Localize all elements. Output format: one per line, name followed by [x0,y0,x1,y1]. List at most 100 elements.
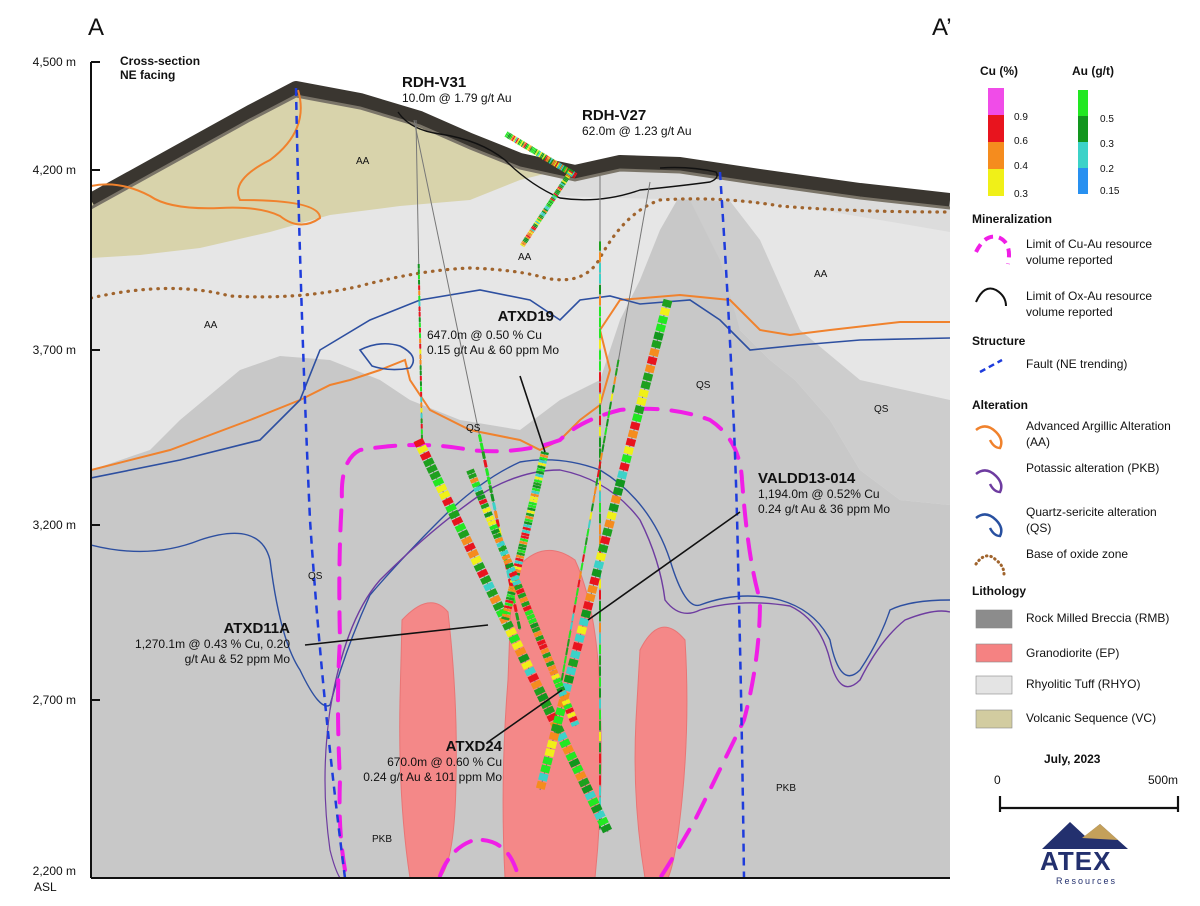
drill-trace-atxd19-assay-segment [533,479,543,484]
drill-trace-hole-assay-segment [613,376,617,385]
drill-trace-atxd24-assay-segment [480,502,490,510]
drill-trace-atxd19-assay-segment [504,602,513,607]
drill-trace-atxd24-assay-segment [538,643,548,651]
drill-trace-rdh-v27-assay-segment [544,206,550,211]
drill-trace-rdh-v27-assay-segment [526,233,532,238]
drill-trace-valdd13-014-assay-segment [546,739,558,750]
drill-trace-atxd24-assay-segment [544,656,553,663]
drill-trace-atxd11a-assay-segment [514,612,520,621]
drill-trace-atxd24-assay-segment [491,528,500,535]
legend-item-ep: Granodiorite (EP) [1026,646,1120,660]
drill-trace-atxd11a-core-assay-segment [423,457,435,468]
drill-trace-atxd19-assay-segment [529,495,539,501]
drill-trace-rdh-v27-assay-segment [504,131,509,138]
legend-rhyo-swatch [975,675,1013,695]
drill-trace-atxd19-assay-segment [531,487,541,492]
drill-trace-atxd11a-core-assay-segment [429,470,442,481]
legend-au-swatch [1078,142,1088,168]
leader-line [304,624,489,646]
drill-hole-annotation: RDH-V31 10.0m @ 1.79 g/t Au [402,74,512,106]
drill-trace-rdh-v27-assay-segment [555,188,561,193]
legend-au-swatch [1078,168,1088,194]
drill-hole-name: RDH-V31 [402,74,467,91]
ox-au-limit [397,111,718,201]
drill-trace-valdd13-014-assay-segment [612,486,624,496]
drill-trace-atxd24-assay-segment [505,562,515,570]
drill-trace-atxd11a-core-assay-segment [527,673,540,683]
drill-hole-name: ATXD24 [445,738,502,755]
drill-trace-atxd19-assay-segment [517,549,526,554]
drill-trace-atxd24-assay-segment [533,630,543,638]
drill-trace-rdh-v27-assay-segment [522,239,528,244]
legend-au-swatch [1078,116,1088,142]
drill-trace-atxd11a-core-assay-segment [502,620,514,631]
drill-trace-rdh-v27-assay-segment [536,218,542,222]
elevation-label: 2,700 m [32,693,76,707]
drill-trace-valdd13-014-assay-segment [623,445,634,456]
drill-trace-hole-assay-segment [595,478,599,486]
legend-cu-swatch [988,169,1004,196]
drill-trace-rdh-v27-assay-segment [526,144,531,151]
drill-trace-rdh-v27-assay-segment [565,167,570,174]
drill-trace-atxd24-assay-segment [559,694,569,702]
drill-trace-hole-assay-segment [577,579,581,588]
legend-cu-tick: 0.3 [1014,189,1028,200]
drill-hole-intercept: 0.24 g/t Au & 101 ppm Mo [363,770,502,784]
drill-trace-atxd19-assay-segment [531,490,540,495]
drill-trace-atxd11a-core-assay-segment [584,790,597,801]
drill-trace-atxd24-assay-segment [473,485,483,493]
drill-trace-atxd11a-core-assay-segment [568,757,581,768]
drill-trace-rdh-v27-assay-segment [538,151,543,158]
drill-hole-annotation: ATXD19 [428,308,554,325]
drill-trace-atxd11a-core-assay-segment [594,810,606,821]
drill-hole-intercept: 10.0m @ 1.79 g/t Au [402,91,512,105]
drill-trace-hole-assay-segment [562,664,566,672]
drill-trace-atxd11a-core-assay-segment [587,797,600,808]
drill-trace-atxd24-assay-segment [570,720,580,727]
drill-trace-rdh-v27-assay-segment [532,148,537,154]
drill-trace-atxd19-assay-segment [512,568,521,573]
drill-trace-hole-assay-segment [566,639,570,647]
drill-trace-hole-assay-segment [605,418,609,427]
drill-trace-atxd24-assay-segment [531,626,541,634]
drill-trace-atxd19-assay-segment [513,563,523,568]
drill-trace-rdh-v27-assay-segment [534,221,540,226]
drill-trace-rdh-v27-assay-segment [547,201,553,206]
drill-trace-rdh-v27-assay-segment [524,237,530,241]
legend-cu-tick: 0.4 [1014,161,1028,172]
drill-trace-atxd24-assay-segment [545,660,555,668]
qs-outline [91,289,950,479]
drill-hole-intercept: g/t Au & 52 ppm Mo [184,652,290,666]
drill-trace-atxd19-assay-segment [534,476,543,481]
drill-trace-rdh-v27-assay-segment [518,139,523,146]
drill-trace-valdd13-014-assay-segment [535,780,547,790]
drill-trace-rdh-v27-assay-segment [530,228,535,232]
drill-trace-rdh-v27-assay-segment [561,180,567,184]
drill-trace-hole-assay-segment [571,613,575,622]
drill-trace-atxd19-assay-segment [515,554,525,559]
legend-item-cu-au-limit: Limit of Cu-Au resource volume reported [1026,237,1153,267]
region-label-qs: QS [308,571,323,582]
leader-line [519,375,546,453]
drill-trace-rdh-v27-assay-segment [542,154,548,161]
drill-trace-valdd13-014-assay-segment [561,682,573,692]
drill-trace-valdd13-014-assay-segment [570,650,581,660]
drill-trace-atxd19-assay-segment [525,515,534,520]
drill-trace-atxd24-assay-segment [478,498,488,506]
drill-trace-valdd13-014-assay-segment [574,633,585,643]
drill-trace-atxd24-assay-segment [469,477,479,484]
drill-trace-hole-assay-segment [604,427,608,435]
drill-trace-rdh-v27-assay-segment [541,210,547,215]
rhyo-upper [560,162,950,232]
drill-trace-rdh-v27-assay-segment [559,164,564,171]
drill-trace-valdd13-014-assay-segment [659,307,671,317]
drill-trace-atxd11a-core-assay-segment [530,679,543,690]
granodiorite-body [399,602,457,878]
region-label-aa: AA [518,252,532,263]
drill-trace-rdh-v27-assay-segment [545,205,550,210]
drill-trace-valdd13-014-assay-segment [548,731,560,741]
drill-trace-rdh-v27-assay-segment [523,142,528,149]
drill-trace-atxd19-assay-segment [529,498,538,503]
legend-item-vc: Volcanic Sequence (VC) [1026,711,1157,725]
legend-cu-tick: 0.6 [1014,136,1028,147]
